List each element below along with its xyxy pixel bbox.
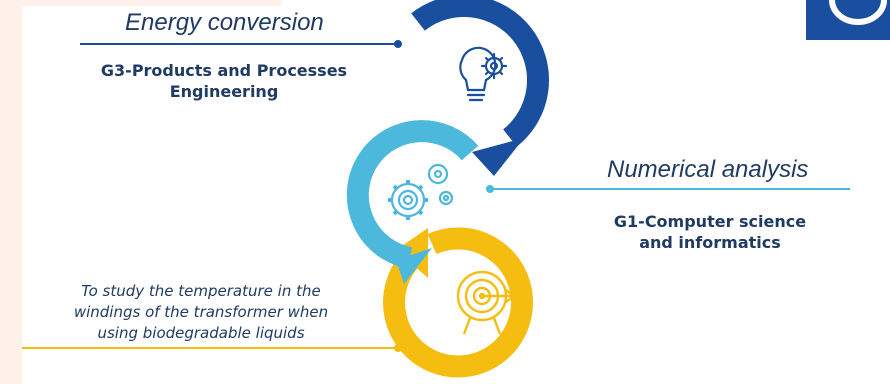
energy-connector-dot [394, 40, 402, 48]
top-tint-band [22, 0, 282, 6]
goal-line-3: using biodegradable liquids [97, 324, 305, 342]
left-tint-band [0, 0, 22, 384]
goal-statement: To study the temperature in the windings… [26, 281, 376, 344]
energy-ring [411, 0, 549, 176]
energy-conversion-title: Energy conversion [125, 9, 324, 36]
numerical-group-line-1: G1-Computer science [613, 212, 807, 231]
numerical-group-line-2: and informatics [639, 233, 781, 252]
numerical-connector-dot [486, 185, 494, 193]
energy-group-line-2: Engineering [169, 82, 279, 101]
numerical-group-label: G1-Computer science and informatics [588, 211, 832, 253]
gears-icon [388, 163, 454, 220]
goal-ring [383, 227, 534, 378]
goal-line-2: windings of the transformer when [73, 303, 329, 321]
energy-group-line-1: G3-Products and Processes [100, 61, 348, 80]
energy-group-label: G3-Products and Processes Engineering [52, 60, 396, 102]
numerical-analysis-title: Numerical analysis [607, 156, 809, 183]
target-arrow-icon [456, 270, 516, 335]
numerical-ring [346, 120, 479, 284]
goal-line-1: To study the temperature in the [81, 282, 321, 300]
corner-logo [806, 0, 890, 40]
lightbulb-gear-icon [459, 46, 508, 102]
